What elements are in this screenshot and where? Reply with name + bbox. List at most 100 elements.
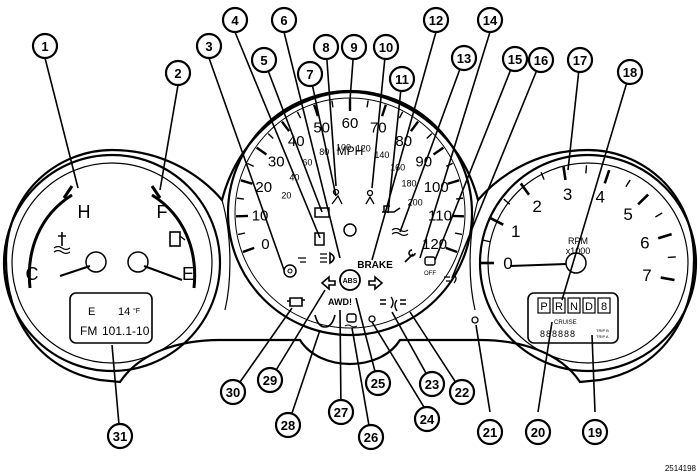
speed-tick: [236, 197, 245, 200]
speed-tick: [447, 179, 460, 185]
callout-23: 23: [418, 370, 446, 398]
speed-tick: [432, 146, 445, 156]
callout-15: 15: [501, 45, 529, 73]
tire-pressure-icon: [314, 314, 336, 328]
tach-tick: [603, 169, 611, 184]
rpm-tick-label: 7: [642, 266, 651, 285]
svg-text:5: 5: [260, 53, 267, 68]
speed-tick: [280, 120, 291, 132]
mph-tick-label: 100: [424, 179, 449, 196]
tach-tick: [490, 217, 504, 226]
mph-unit-label: MPH: [337, 144, 364, 158]
svg-text:11: 11: [395, 72, 409, 87]
callout-31: 31: [106, 422, 134, 450]
tach-tick: [655, 212, 663, 218]
rpm-tick-label: 2: [532, 197, 541, 216]
callout-6: 6: [270, 6, 298, 34]
callout-11: 11: [388, 65, 416, 93]
svg-text:13: 13: [457, 51, 471, 66]
kmh-tick-label: 20: [281, 191, 291, 201]
svg-text:17: 17: [573, 53, 587, 68]
temp-hot-label: H: [78, 202, 91, 222]
svg-text:18: 18: [623, 65, 637, 80]
headlight-icon: [444, 274, 457, 284]
callout-30: 30: [219, 378, 247, 406]
abs-warning-icon: ABS: [339, 269, 361, 291]
gear-label: P: [540, 301, 547, 313]
kmh-tick-label: 180: [402, 179, 417, 189]
gear-cell: [567, 297, 581, 314]
trip-display-value: 888888: [540, 329, 576, 339]
svg-text:26: 26: [364, 430, 378, 445]
display-temp-unit: °F: [133, 307, 140, 315]
airbag-icon: [365, 189, 375, 205]
sensor-indicator-icon: [471, 316, 479, 324]
callout-4: 4: [221, 6, 249, 34]
speed-tick: [426, 133, 433, 139]
rpm-tick-label: 1: [511, 222, 520, 241]
svg-text:19: 19: [588, 425, 602, 440]
tach-tick: [503, 198, 511, 205]
callout-8: 8: [312, 33, 340, 61]
kmh-tick-label: 60: [302, 158, 312, 168]
speedometer-ticks: [236, 99, 464, 254]
svg-text:1: 1: [41, 39, 48, 54]
display-line1-right: 14: [118, 306, 130, 318]
temp-fuel-gauge: H C F E E 14 °F FM 101.1-10: [2, 153, 222, 373]
svg-text:29: 29: [263, 373, 277, 388]
callout-26: 26: [357, 423, 385, 451]
tach-tick: [540, 171, 545, 180]
svg-text:14: 14: [483, 13, 498, 28]
callout-22: 22: [448, 378, 476, 406]
svg-text:24: 24: [420, 412, 435, 427]
speed-tick: [313, 104, 320, 117]
tachometer-ticks: [480, 165, 676, 282]
cruise-indicator: CRUISE: [554, 320, 577, 326]
svg-text:10: 10: [379, 40, 393, 55]
speed-tick: [454, 232, 463, 236]
traction-control-icon: [344, 313, 358, 328]
speed-tick: [240, 179, 253, 185]
callout-3: 3: [195, 32, 223, 60]
speed-tick: [242, 246, 255, 254]
svg-text:25: 25: [371, 376, 385, 391]
left-turn-signal-icon: [320, 275, 336, 291]
svg-text:8: 8: [322, 40, 329, 55]
svg-text:23: 23: [425, 377, 439, 392]
kmh-tick-label: 140: [374, 150, 389, 160]
figure-id: 2514198: [665, 464, 697, 473]
temp-cold-label: C: [26, 264, 39, 284]
gear-cell: [552, 297, 566, 314]
callout-9: 9: [340, 33, 368, 61]
gear-cell: [537, 297, 551, 314]
tach-tick: [625, 179, 631, 188]
speed-tick: [237, 232, 246, 236]
speed-tick: [398, 111, 404, 119]
mph-tick-label: 60: [342, 115, 359, 132]
callout-29: 29: [256, 366, 284, 394]
kmh-tick-label: 100: [336, 142, 351, 152]
gear-label: R: [555, 301, 563, 313]
wrench-icon: [404, 249, 416, 263]
mph-tick-label: 20: [255, 179, 272, 196]
svg-text:22: 22: [455, 385, 469, 400]
trip-b-label: TRIP B: [596, 328, 609, 333]
right-turn-signal-icon: [368, 275, 384, 291]
tach-tick: [637, 193, 650, 206]
rear-fog-icon: [298, 257, 306, 263]
mph-tick-label: 120: [422, 236, 447, 253]
callout-5: 5: [250, 46, 278, 74]
esc-off-icon: OFF: [424, 256, 436, 277]
rpm-tick-label: 0: [503, 254, 512, 273]
mph-tick-label: 40: [288, 133, 305, 150]
speed-tick: [267, 133, 274, 139]
tach-tick: [585, 165, 588, 174]
callout-7: 7: [296, 60, 324, 88]
gear-label: N: [570, 301, 578, 313]
kmh-tick-label: 80: [319, 147, 329, 157]
callout-13: 13: [450, 44, 478, 72]
rpm-tick-label: 3: [563, 185, 572, 204]
svg-text:31: 31: [113, 429, 127, 444]
cluster-housing: [4, 90, 696, 384]
